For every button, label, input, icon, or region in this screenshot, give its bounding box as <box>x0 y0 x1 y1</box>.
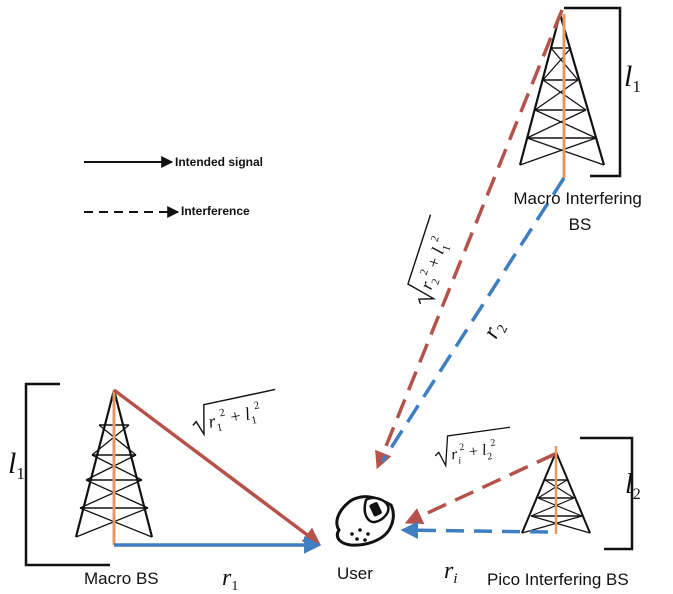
macro-interfering-label-line1: Macro Interfering <box>513 189 642 208</box>
r1-symbol: r1 <box>222 565 238 594</box>
pico-interference-horizontal <box>400 521 549 539</box>
l2-symbol: l2 <box>625 469 641 503</box>
pico-height-bracket <box>580 436 634 551</box>
macro-interference-diagonal <box>375 9 564 470</box>
macro-bs-diagonal-signal <box>112 388 321 546</box>
macro-interfering-label-line2: BS <box>569 215 592 234</box>
legend-intended-label: Intended signal <box>175 155 263 169</box>
svg-text:r12 + l12: r12 + l12 <box>206 399 263 435</box>
macro-bs-height-bracket <box>24 382 110 567</box>
macro-bs-tower-icon <box>74 389 154 545</box>
l1-top-symbol: l1 <box>624 60 641 96</box>
sqrt-r1-l1-expression: r12 + l12 <box>192 388 276 437</box>
pico-interfering-label: Pico Interfering BS <box>487 570 629 589</box>
macro-bs-label: Macro BS <box>84 569 159 588</box>
pico-interference-diagonal <box>404 452 556 525</box>
l1-left-symbol: l1 <box>8 447 25 483</box>
r2-symbol: r2 <box>478 317 511 344</box>
macro-interfering-tower-icon <box>518 13 606 178</box>
macro-interference-horizontal <box>380 177 566 463</box>
macro-interfering-height-bracket <box>564 6 622 178</box>
legend: Intended signal Interference <box>84 155 263 218</box>
sqrt-r2-l1-expression: r22 + l12 <box>407 214 455 305</box>
sqrt-ri-l2-expression: ri2 + l22 <box>434 426 511 468</box>
macro-interfering-label: Macro Interfering BS <box>513 189 646 234</box>
legend-interference-label: Interference <box>181 204 250 218</box>
pico-interfering-tower-icon <box>521 446 591 534</box>
user-phone-icon <box>335 495 395 547</box>
user-label: User <box>337 564 373 583</box>
svg-text:r22 + l12: r22 + l12 <box>414 234 455 293</box>
ri-symbol: ri <box>444 558 458 587</box>
svg-text:ri2 + l22: ri2 + l22 <box>450 437 498 467</box>
